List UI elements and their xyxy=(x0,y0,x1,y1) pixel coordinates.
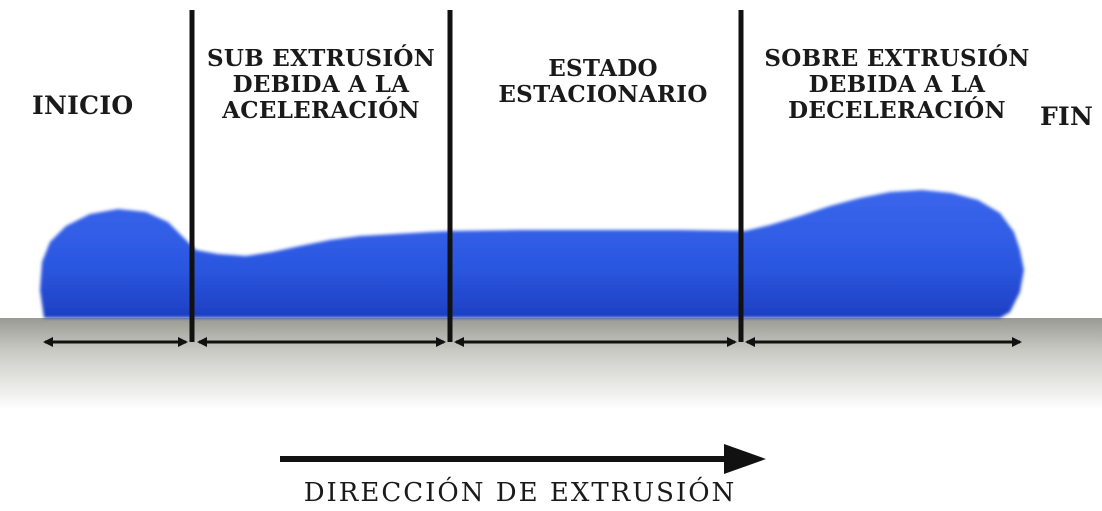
label-estado-estacionario: ESTADO ESTACIONARIO xyxy=(468,56,738,108)
substrate xyxy=(0,318,1102,410)
label-estado-line-1: ESTADO xyxy=(548,55,658,82)
label-sub-line-1: SUB EXTRUSIÓN xyxy=(206,45,436,72)
label-inicio: INICIO xyxy=(32,92,152,120)
label-fin-line-1: FIN xyxy=(1040,102,1094,131)
label-sub-line-2: DEBIDA A LA xyxy=(232,70,410,98)
direction-label: DIRECCIÓN DE EXTRUSIÓN xyxy=(303,478,737,508)
label-sobre-extrusion: SOBRE EXTRUSIÓN DEBIDA A LA DECELERACIÓN xyxy=(752,46,1042,123)
label-fin: FIN xyxy=(1040,103,1102,131)
label-inicio-line-1: INICIO xyxy=(32,91,134,120)
label-sobre-line-3: DECELERACIÓN xyxy=(788,96,1006,124)
label-sobre-line-2: DEBIDA A LA xyxy=(808,70,986,98)
label-sub-extrusion: SUB EXTRUSIÓN DEBIDA A LA ACELERACIÓN xyxy=(192,46,450,123)
label-estado-line-2: ESTACIONARIO xyxy=(498,80,708,108)
label-sobre-line-1: SOBRE EXTRUSIÓN xyxy=(764,45,1030,72)
direction-arrowhead xyxy=(724,444,766,474)
extruded-bead xyxy=(40,190,1024,318)
label-sub-line-3: ACELERACIÓN xyxy=(222,96,420,124)
